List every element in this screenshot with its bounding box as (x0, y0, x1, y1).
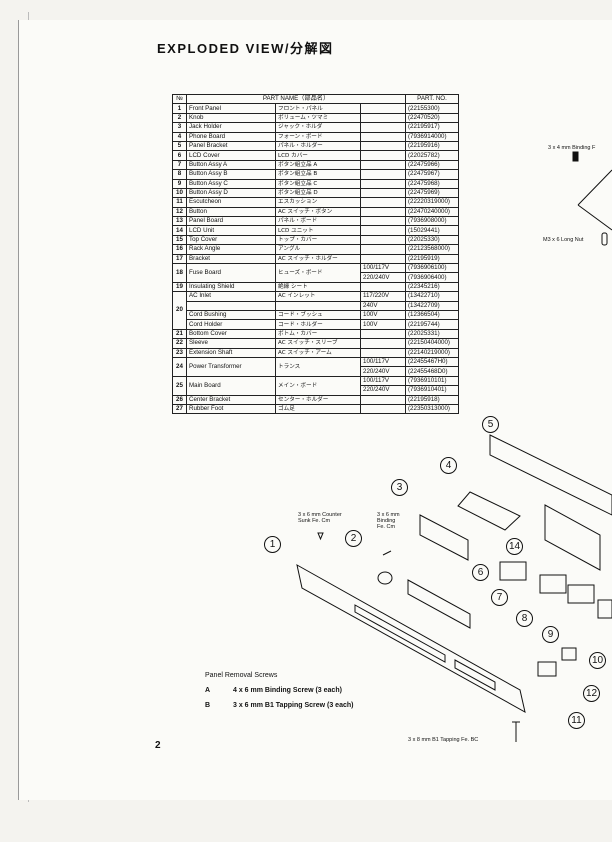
button-assy-d (597, 599, 612, 619)
front-panel-window-2 (454, 659, 496, 691)
phone-board (457, 491, 521, 531)
callout-1: 1 (264, 536, 281, 553)
lcd-cover (407, 579, 471, 629)
escutcheon (537, 661, 557, 677)
removal-text: 4 x 6 mm Binding Screw (3 each) (233, 687, 342, 694)
table-row: 18 Fuse Board ヒューズ・ボード 100/117V (7936906… (172, 263, 459, 283)
button-assy-b (539, 574, 567, 594)
front-panel-window (354, 604, 446, 663)
label-countersunk: 3 x 6 mm Counter Sunk Fe. Cm (298, 512, 342, 524)
panel-removal-screws: Panel Removal Screws A 4 x 6 mm Binding … (205, 672, 353, 709)
long-nut (601, 232, 608, 246)
callout-10: 10 (589, 652, 606, 669)
callout-6: 6 (472, 564, 489, 581)
callout-7: 7 (491, 589, 508, 606)
removal-text: 3 x 6 mm B1 Tapping Screw (3 each) (233, 702, 354, 709)
label-binding-fe: 3 x 6 mm Binding Fe. Cm (377, 512, 400, 530)
ac-switch-button (561, 647, 577, 661)
callout-14: 14 (506, 538, 523, 555)
callout-11: 11 (568, 712, 585, 729)
removal-item-b: B 3 x 6 mm B1 Tapping Screw (3 each) (205, 702, 353, 709)
removal-key: B (205, 702, 211, 709)
label-tapping-bottom: 3 x 8 mm B1 Tapping Fe. BC (408, 737, 479, 743)
removal-key: A (205, 687, 211, 694)
binding-screw (382, 550, 392, 556)
table-body-18: 18 Fuse Board ヒューズ・ボード 100/117V (7936906… (172, 263, 459, 293)
label-long-nut: M3 x 6 Long Nut (543, 237, 584, 243)
callout-4: 4 (440, 457, 457, 474)
part-number: (22350313000) (405, 403, 459, 415)
callout-8: 8 (516, 610, 533, 627)
top-screw (572, 151, 579, 162)
jack-holder (419, 514, 469, 561)
callout-9: 9 (542, 626, 559, 643)
removal-title: Panel Removal Screws (205, 672, 278, 679)
callout-3: 3 (391, 479, 408, 496)
table-row: 25 Main Board メイン・ボード 100/117V (79369101… (172, 375, 459, 396)
page-number: 2 (155, 740, 161, 751)
lcd-unit (544, 504, 601, 571)
callout-2: 2 (345, 530, 362, 547)
top-cover-outline (577, 169, 612, 231)
tapping-screw (512, 721, 520, 742)
page-title: EXPLODED VIEW/分解図 (157, 41, 334, 56)
knob (377, 571, 393, 585)
removal-item-a: A 4 x 6 mm Binding Screw (3 each) (205, 687, 353, 694)
panel-bracket (489, 434, 612, 516)
front-panel (296, 564, 526, 713)
callout-12: 12 (583, 685, 600, 702)
callout-5: 5 (482, 416, 499, 433)
label-binding-top: 3 x 4 mm Binding F (548, 145, 596, 151)
button-assy-c (567, 584, 595, 604)
countersunk-screw (317, 532, 324, 541)
button-assy-a (499, 561, 527, 581)
